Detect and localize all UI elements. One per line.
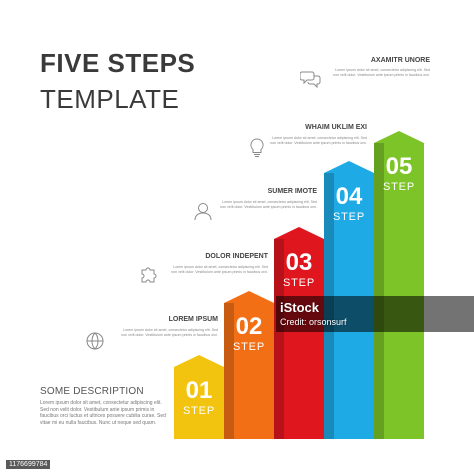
step-3-bar: 03 STEP [274, 227, 324, 439]
description-title: SOME DESCRIPTION [40, 386, 144, 397]
step-2-word: STEP [233, 341, 265, 353]
user-icon [192, 200, 214, 222]
image-id-badge: 1176699784 [6, 460, 51, 469]
step-2-bar: 02 STEP [224, 291, 274, 439]
step-2-number: 02 [235, 313, 263, 340]
step-5-bar-roof [374, 131, 424, 143]
page-subtitle: TEMPLATE [40, 84, 180, 114]
step-3-bar-face [274, 239, 324, 439]
step-2-bar-shadow [224, 303, 234, 439]
step-3-word: STEP [283, 277, 315, 289]
step-5-bar-face [374, 143, 424, 439]
step-3-bar-roof [274, 227, 324, 239]
watermark-overlay [276, 296, 474, 332]
step-5-word: STEP [383, 181, 415, 193]
step-1-bar-face [174, 367, 224, 439]
watermark-credit: Credit: orsonsurf [280, 317, 347, 327]
page-title: FIVE STEPS [40, 48, 196, 78]
step-1-number: 01 [185, 377, 213, 404]
step-1-text: Lorem ipsum dolor sit amet, consectetur … [121, 328, 218, 337]
step-3-label: SUMER IMOTE [267, 188, 317, 195]
step-4-number: 04 [335, 183, 363, 210]
step-3-bar-shadow [274, 239, 284, 439]
lightbulb-icon [246, 136, 268, 158]
step-2-text: Lorem ipsum dolor sit amet, consectetur … [171, 265, 268, 274]
chat-bubbles-icon [299, 68, 322, 90]
globe-icon [84, 330, 106, 352]
step-5-bar-shadow [374, 143, 384, 439]
step-2-bar-face [224, 303, 274, 439]
step-4-word: STEP [333, 211, 365, 223]
step-3-number: 03 [285, 249, 313, 276]
step-1-bar-roof [174, 355, 224, 367]
step-4-label: WHAIM UKLIM EXI [305, 124, 367, 131]
step-1-word: STEP [183, 405, 215, 417]
step-3-text: Lorem ipsum dolor sit amet, consectetur … [220, 200, 317, 209]
step-4-text: Lorem ipsum dolor sit amet, consectetur … [270, 136, 367, 145]
step-1-bar: 01 STEP [174, 355, 224, 439]
step-2-label: DOLOR INDEPENT [205, 253, 268, 260]
watermark-brand: iStock [280, 300, 320, 315]
step-5-text: Lorem ipsum dolor sit amet, consectetur … [333, 68, 430, 77]
step-5-label: AXAMITR UNORE [370, 57, 430, 64]
description-text: Lorem ipsum dolor sit amet, consectetur … [40, 400, 166, 426]
step-2-bar-roof [224, 291, 274, 303]
watermark-text: iStock Credit: orsonsurf [280, 300, 347, 327]
puzzle-icon [138, 264, 160, 286]
step-5-number: 05 [385, 153, 413, 180]
step-1-label: LOREM IPSUM [168, 316, 218, 323]
step-4-bar-roof [324, 161, 374, 173]
step-5-bar: 05 STEP [374, 131, 424, 439]
